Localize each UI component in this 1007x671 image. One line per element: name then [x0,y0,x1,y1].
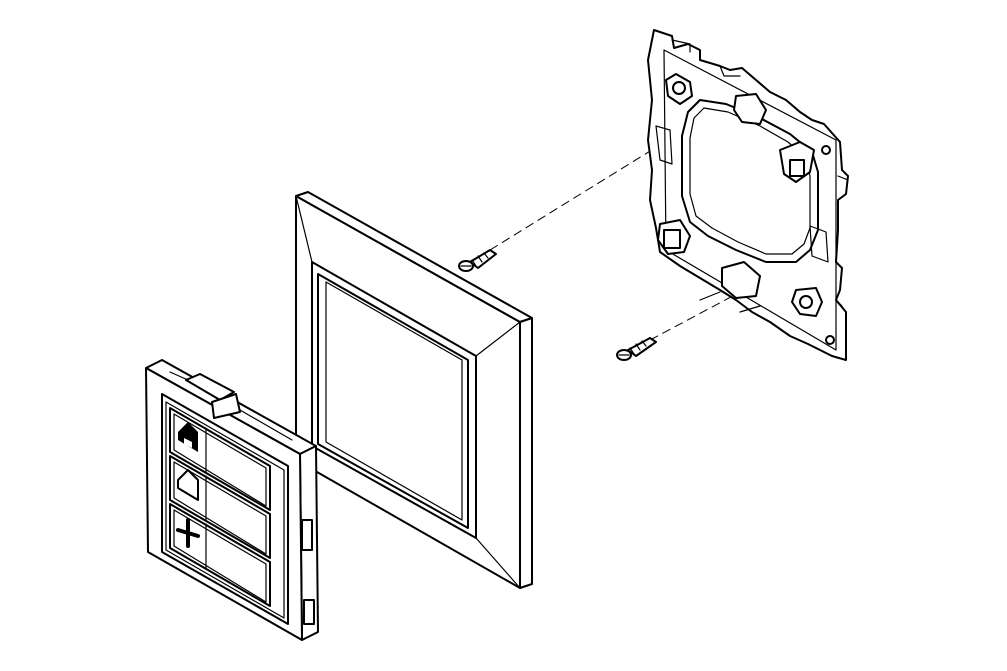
button-2[interactable] [169,455,271,559]
alignment-line-lower [649,255,809,341]
mounting-bracket [647,29,849,361]
alignment-line-upper [489,139,669,251]
push-button-module [145,359,319,641]
screw-lower [616,337,657,361]
screw-upper [458,249,497,272]
bracket-clip-top-left [665,73,693,105]
bracket-clip-bottom [721,261,761,299]
button-3[interactable] [169,503,271,607]
house-filled-icon [178,422,198,452]
bracket-clip-top [733,93,767,125]
bracket-clip-bottom-right [791,287,823,317]
button-1[interactable] [169,407,271,511]
cover-frame [295,191,533,589]
house-outline-icon [177,469,199,501]
plus-icon [176,518,200,548]
